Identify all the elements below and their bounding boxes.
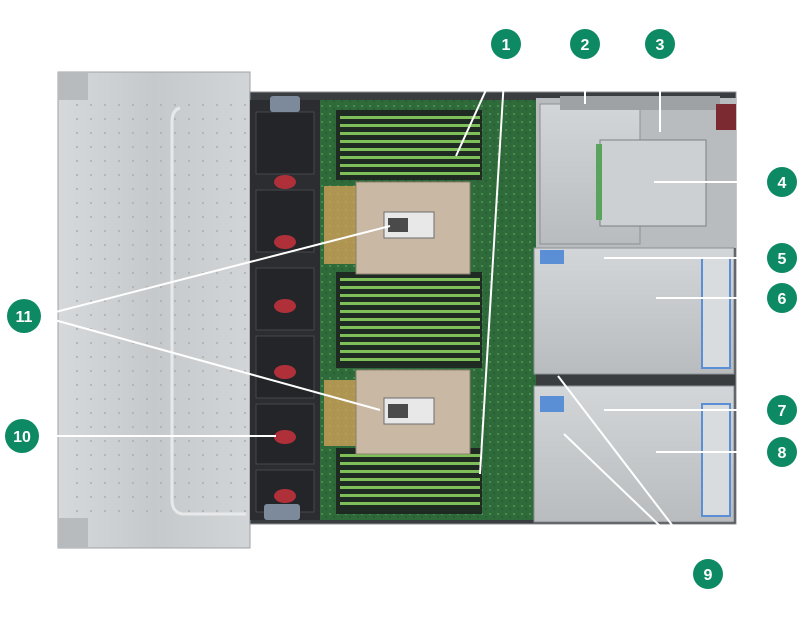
- leader-9a: [557, 375, 709, 573]
- callout-11: 11: [7, 299, 41, 333]
- board-center-strip: [486, 110, 536, 510]
- callout-5: 5: [767, 243, 797, 273]
- leader-9b: [563, 433, 709, 573]
- riser-connector: [596, 144, 602, 220]
- processor-2: [324, 369, 471, 455]
- fan-1: [255, 111, 315, 189]
- fan-3: [255, 267, 315, 331]
- callout-label: 8: [778, 445, 787, 462]
- callout-3: 3: [645, 29, 675, 59]
- callout-label: 10: [13, 429, 31, 446]
- callout-label: 6: [778, 291, 787, 308]
- callout-label: 7: [778, 403, 787, 420]
- callout-label: 11: [16, 309, 33, 326]
- leader-11a: [39, 225, 391, 317]
- callout-label: 3: [656, 37, 665, 54]
- processor-icon: [383, 211, 435, 239]
- server-chassis: [57, 71, 737, 549]
- callout-label: 4: [778, 175, 787, 192]
- fan-icon: [274, 430, 296, 444]
- callout-6: 6: [767, 283, 797, 313]
- cover-contour: [170, 106, 246, 516]
- fan-latch-bottom: [264, 504, 300, 520]
- ear-top: [58, 72, 88, 100]
- callout-4: 4: [767, 167, 797, 197]
- drive-cage-cover: [66, 98, 246, 518]
- dimm-bank-top: [336, 110, 482, 180]
- fan-bay: [250, 96, 320, 520]
- callouts: 1 2 3 4 5 6 7 8: [5, 29, 797, 589]
- callout-label: 5: [778, 251, 787, 268]
- leader-1a: [455, 45, 507, 157]
- callout-label: 1: [502, 37, 511, 54]
- leader-11b: [39, 315, 381, 411]
- dimm-bank-bottom: [336, 448, 482, 514]
- leader-1b: [479, 45, 507, 475]
- fan-5: [255, 403, 315, 465]
- fan-icon: [274, 175, 296, 189]
- secondary-riser-latch: [540, 250, 564, 264]
- callout-label: 2: [581, 37, 590, 54]
- fan-2: [255, 189, 315, 253]
- fan-icon: [274, 365, 296, 379]
- callout-8: 8: [767, 437, 797, 467]
- processor-1: [324, 181, 471, 275]
- expansion-card-blue-1: [701, 257, 731, 369]
- fan-4: [255, 335, 315, 399]
- callout-1: 1: [491, 29, 521, 59]
- fan-icon: [274, 235, 296, 249]
- callout-label: 9: [704, 567, 713, 584]
- secondary-riser: [533, 247, 735, 375]
- tertiary-riser-latch: [540, 396, 564, 412]
- expansion-card-blue-2: [701, 403, 731, 517]
- callout-10: 10: [5, 419, 39, 453]
- fan-latch-top: [270, 96, 300, 112]
- callout-9: 9: [693, 559, 723, 589]
- rear-riser-area: [533, 96, 736, 523]
- dimm-bank-middle: [336, 272, 482, 368]
- fan-icon: [274, 299, 296, 313]
- ear-bottom: [58, 518, 88, 548]
- callout-7: 7: [767, 395, 797, 425]
- leader-lines: [30, 45, 782, 573]
- callout-2: 2: [570, 29, 600, 59]
- rear-bracket-top: [560, 96, 720, 110]
- rear-port: [716, 104, 736, 130]
- tertiary-riser: [533, 385, 735, 523]
- fan-icon: [274, 489, 296, 503]
